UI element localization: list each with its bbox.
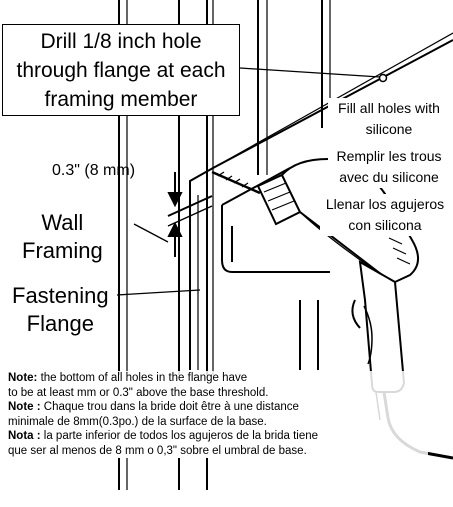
silicone-fr-line-1: Remplir les trous bbox=[336, 148, 442, 164]
installation-notes: Note: the bottom of all holes in the fla… bbox=[8, 371, 428, 458]
silicone-en-line-2: silicone bbox=[365, 121, 413, 137]
silicone-hole bbox=[378, 73, 388, 83]
fastening-flange-line-2: Flange bbox=[26, 311, 94, 336]
note-spanish-text-1: la parte inferior de todos los agujeros … bbox=[40, 430, 319, 442]
note-french-label: Note : bbox=[8, 401, 41, 413]
note-english-line-2: to be at least mm or 0.3" above the base… bbox=[8, 386, 269, 399]
wall-framing-line-2: Framing bbox=[22, 238, 103, 263]
note-spanish-line-2: que ser al menos de 8 mm o 0,3" sobre el… bbox=[8, 444, 307, 457]
callout-line-1: Drill 1/8 inch hole bbox=[40, 30, 202, 53]
drill-instruction-callout: Drill 1/8 inch hole through flange at ea… bbox=[2, 24, 240, 116]
silicone-note-english: Fill all holes with silicone bbox=[328, 98, 450, 140]
note-spanish-label: Nota : bbox=[8, 430, 41, 442]
wall-framing-line-1: Wall bbox=[41, 210, 84, 235]
note-english-text-1: the bottom of all holes in the flange ha… bbox=[37, 372, 248, 384]
right-stud bbox=[257, 0, 331, 175]
callout-line-2: through flange at each bbox=[16, 59, 226, 82]
silicone-note-french: Remplir les trous avec du silicone bbox=[328, 146, 450, 188]
fastening-flange-label: Fastening Flange bbox=[12, 282, 109, 338]
callout-line-3: framing member bbox=[44, 88, 198, 111]
wall-framing-label: Wall Framing bbox=[22, 209, 103, 265]
note-french-text-1: Chaque trou dans la bride doit être à un… bbox=[40, 401, 299, 413]
note-spanish-line-1: Nota : la parte inferior de todos los ag… bbox=[8, 429, 428, 444]
silicone-es-line-1: Llenar los agujeros bbox=[325, 196, 445, 212]
note-french-line-2: minimale de 8mm(0.3po.) de la surface de… bbox=[8, 415, 267, 428]
note-english-line-1: Note: the bottom of all holes in the fla… bbox=[8, 371, 428, 386]
silicone-es-line-2: con silicona bbox=[348, 217, 422, 233]
leader-lines bbox=[116, 67, 381, 296]
dimension-label: 0.3" (8 mm) bbox=[52, 162, 136, 179]
tub-base bbox=[189, 167, 330, 370]
fastening-flange-line-1: Fastening bbox=[12, 283, 109, 308]
silicone-fr-line-2: avec du silicone bbox=[339, 169, 439, 185]
silicone-note-spanish: Llenar los agujeros con silicona bbox=[320, 194, 450, 236]
note-english-label: Note: bbox=[8, 372, 38, 384]
dimension-marker bbox=[167, 172, 213, 257]
silicone-en-line-1: Fill all holes with bbox=[338, 100, 440, 116]
note-french-line-1: Note : Chaque trou dans la bride doit êt… bbox=[8, 400, 428, 415]
